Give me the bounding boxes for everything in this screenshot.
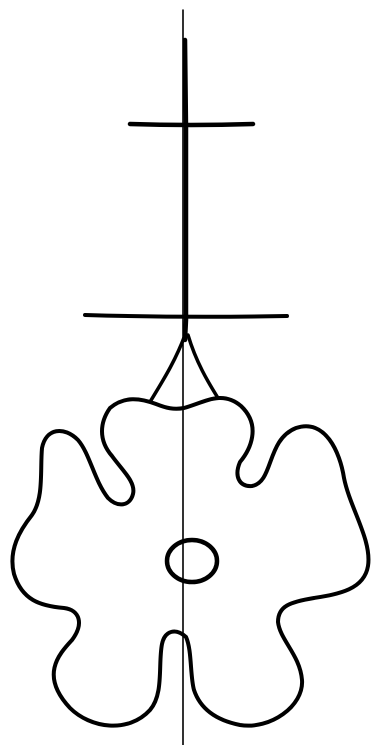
cross-bar-lower bbox=[85, 315, 287, 317]
cross-bar-upper bbox=[130, 124, 253, 125]
axis-line-thick bbox=[185, 40, 186, 340]
